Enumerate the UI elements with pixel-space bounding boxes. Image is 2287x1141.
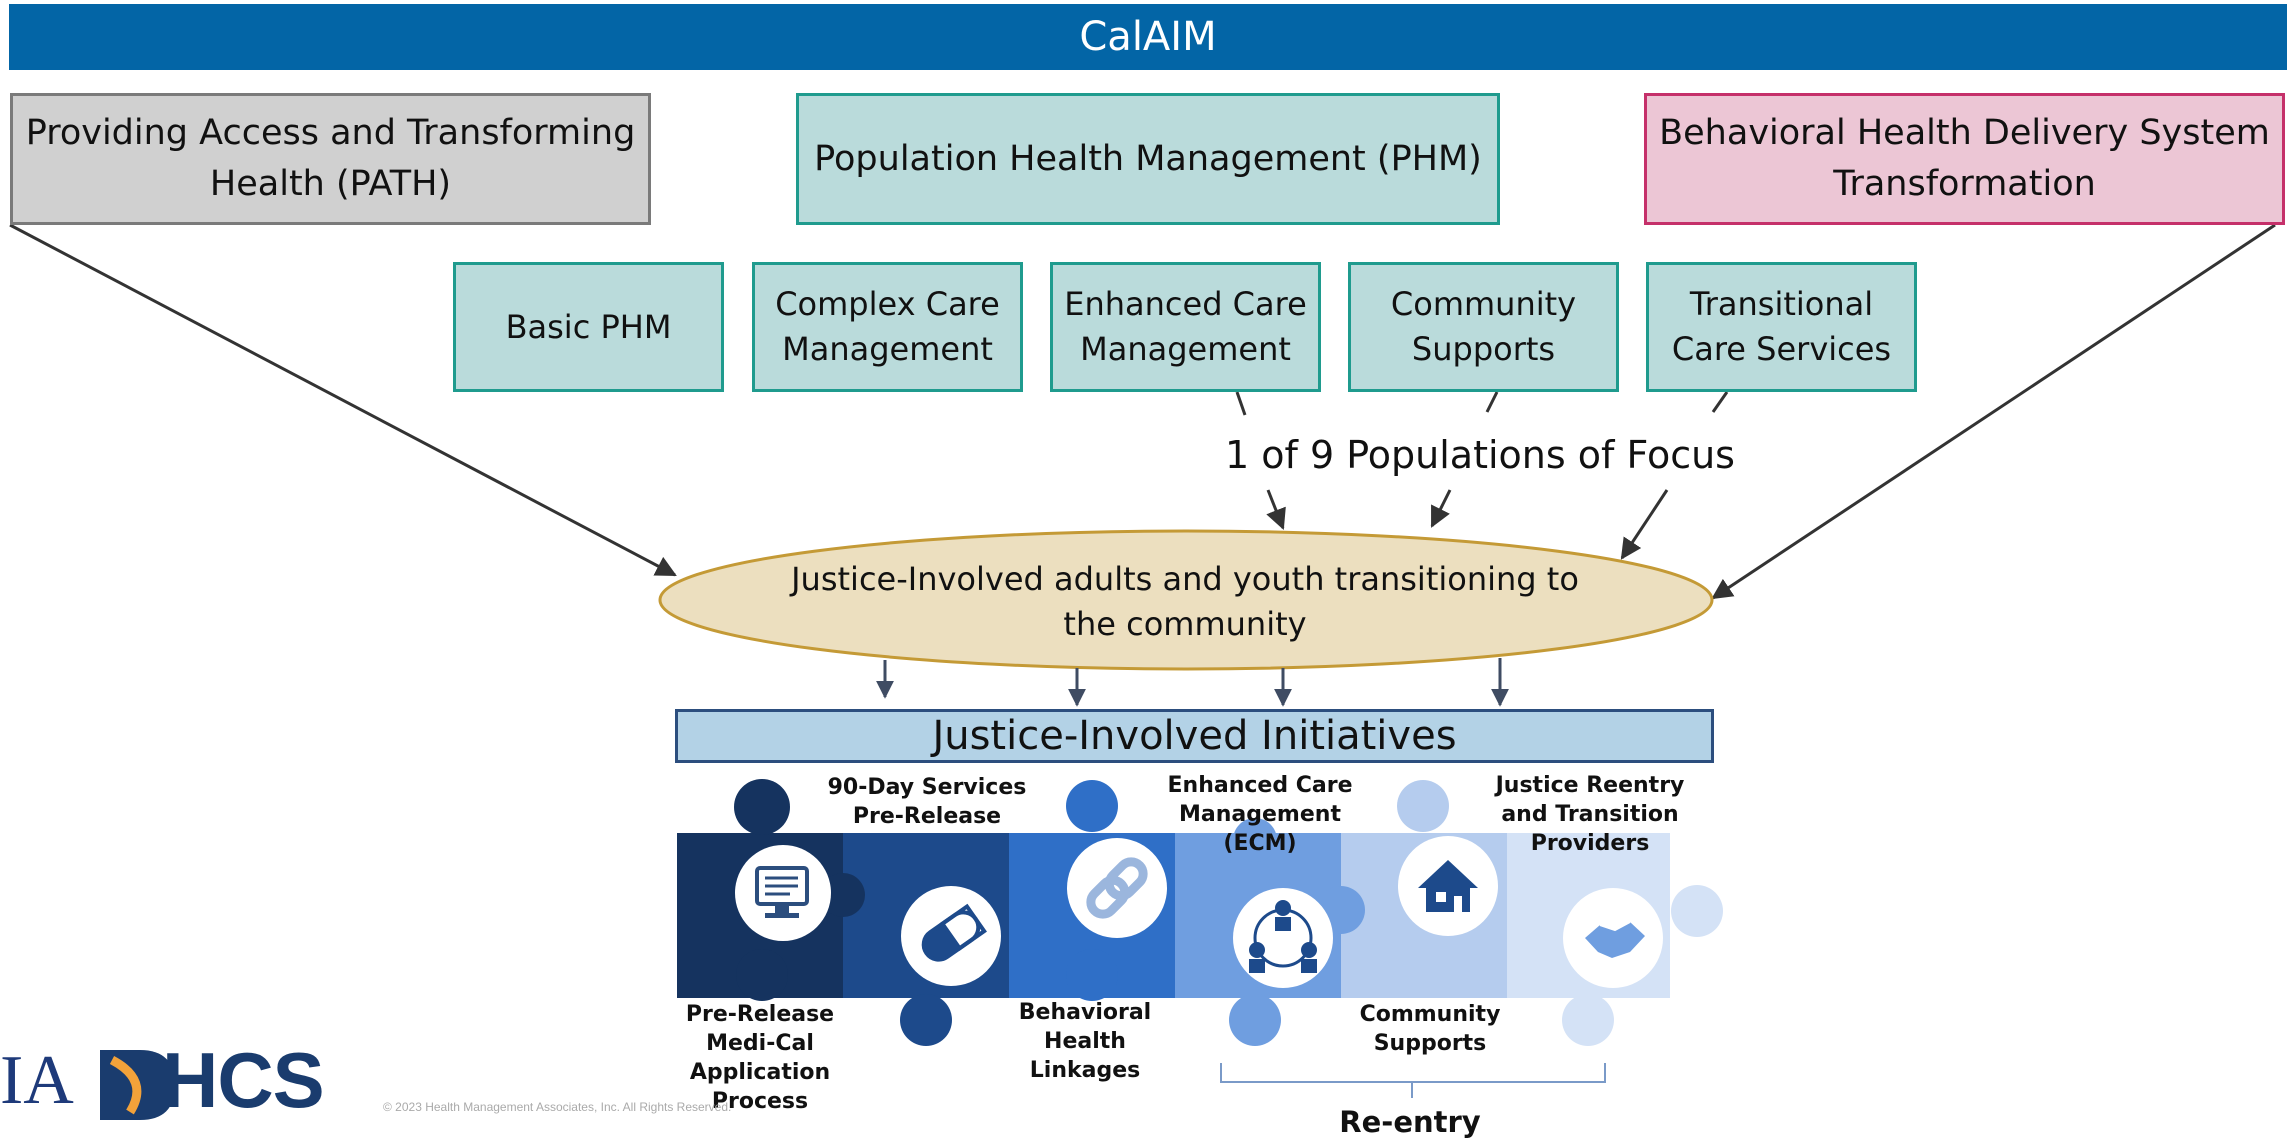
phm-component-transitional-care: Transitional Care Services bbox=[1646, 262, 1917, 392]
care-team-icon bbox=[1233, 888, 1333, 988]
piece-label-community-supports: Community Supports bbox=[1359, 1002, 1501, 1056]
arrow-label-to-population-3 bbox=[1620, 489, 1669, 560]
piece-label-ecm: Enhanced Care Management (ECM) bbox=[1167, 773, 1353, 856]
puzzle-knob-1-top bbox=[734, 779, 790, 835]
arrow-label-to-population-1 bbox=[1266, 489, 1286, 530]
application-computer-icon bbox=[735, 845, 831, 941]
link-chain-icon bbox=[1067, 838, 1167, 938]
phm-component-community-supports: Community Supports bbox=[1348, 262, 1619, 392]
puzzle-knob-6-right bbox=[1671, 885, 1723, 937]
piece-label-90-day: 90-Day Services Pre-Release bbox=[827, 775, 1027, 829]
puzzle-knob-4-bottom bbox=[1229, 994, 1281, 1046]
dhcs-logo-mark bbox=[100, 1050, 175, 1120]
arrow-ecm-to-label bbox=[1235, 391, 1247, 416]
phm-box: Population Health Management (PHM) bbox=[796, 93, 1500, 225]
piece-label-application: Pre-Release Medi-Cal Application Process bbox=[685, 1002, 835, 1114]
arrow-label-to-population-2 bbox=[1430, 489, 1452, 528]
arrow-behavioral-to-population bbox=[1711, 223, 2276, 600]
puzzle-knob-1-bottom bbox=[736, 949, 788, 1001]
reentry-label: Re-entry bbox=[1339, 1105, 1481, 1139]
dhcs-logo-text: HCS bbox=[162, 1036, 325, 1124]
path-box: Providing Access and Transforming Health… bbox=[10, 93, 651, 225]
copyright-text: © 2023 Health Management Associates, Inc… bbox=[383, 1100, 732, 1114]
phm-component-ecm: Enhanced Care Management bbox=[1050, 262, 1321, 392]
pill-icon bbox=[901, 886, 1001, 986]
arrow-tcs-to-label bbox=[1711, 391, 1729, 413]
puzzle-knob-2-left-notch bbox=[821, 873, 865, 917]
phm-component-basic: Basic PHM bbox=[453, 262, 724, 392]
puzzle-knob-3-top bbox=[1066, 780, 1118, 832]
phm-component-complex-care: Complex Care Management bbox=[752, 262, 1023, 392]
populations-of-focus-label: 1 of 9 Populations of Focus bbox=[1225, 433, 1735, 477]
puzzle-knob-4-top-notch bbox=[1233, 818, 1277, 862]
initiatives-title: Justice-Involved Initiatives bbox=[675, 709, 1714, 763]
puzzle-knob-3-bottom bbox=[1066, 949, 1118, 1001]
puzzle-knob-5-top bbox=[1397, 780, 1449, 832]
piece-label-reentry-providers: Justice Reentry and Transition Providers bbox=[1495, 773, 1685, 856]
behavioral-health-box: Behavioral Health Delivery System Transf… bbox=[1644, 93, 2285, 225]
arrow-cs-to-label bbox=[1485, 391, 1499, 413]
arrow-path-to-population bbox=[9, 223, 677, 577]
dhcs-logo: HCS bbox=[100, 1038, 340, 1123]
hma-logo: IA bbox=[0, 1042, 74, 1119]
house-icon bbox=[1398, 836, 1498, 936]
piece-label-bh-linkages: Behavioral Health Linkages bbox=[1018, 1000, 1152, 1083]
reentry-bracket bbox=[1220, 1063, 1606, 1098]
puzzle-knob-2-bottom bbox=[900, 994, 952, 1046]
focus-population-text: Justice-Involved adults and youth transi… bbox=[791, 560, 1579, 643]
handshake-icon bbox=[1563, 888, 1663, 988]
puzzle-knob-6-bottom bbox=[1562, 994, 1614, 1046]
page-title: CalAIM bbox=[9, 4, 2287, 70]
focus-population-ellipse bbox=[658, 529, 1714, 671]
